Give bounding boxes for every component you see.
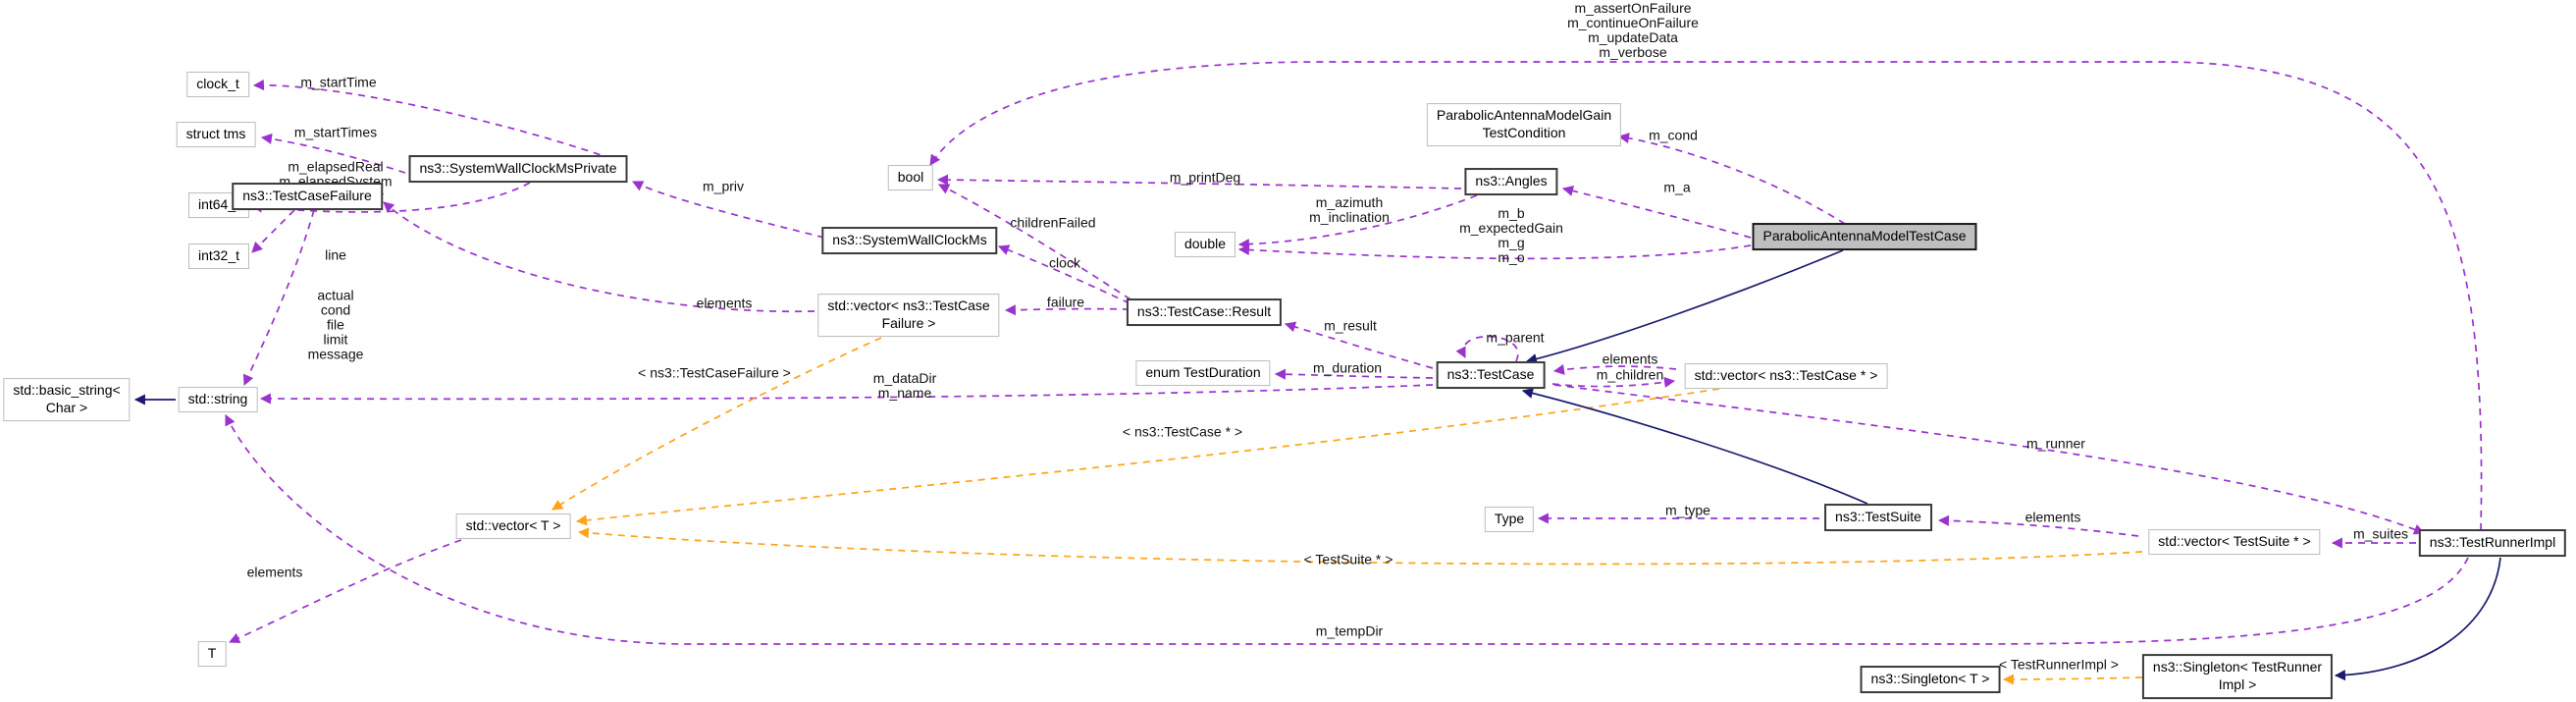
edge-elements-tcf [383,201,815,313]
edge-tpl-test-case-ptr [575,388,1720,526]
class-node-test-suite[interactable]: ns3::TestSuite [1824,504,1932,531]
edge-label-m-priv: m_priv [702,178,745,194]
class-node-clock-t[interactable]: clock_t [186,72,249,97]
edge-label-m-start-time: m_startTime [300,74,377,90]
edge-inherit-test-runner-impl [2334,557,2501,681]
edge-m-parent [1455,335,1519,362]
edge-m-azimuth [1237,194,1478,250]
edge-label-tpl-test-case-failure: < ns3::TestCaseFailure > [638,364,791,381]
edge-m-runner [1553,384,2426,535]
edge-inherit-pam-test-case [1525,249,1844,365]
edge-runner-flags [929,61,2483,531]
edge-m-duration [1274,368,1434,380]
class-node-vector-test-case-ptr[interactable]: std::vector< ns3::TestCase * > [1684,363,1888,389]
edge-tpl-test-runner-impl [2002,674,2143,685]
class-node-system-wall-clock-ms-private[interactable]: ns3::SystemWallClockMsPrivate [408,155,628,183]
class-node-singleton-t[interactable]: ns3::Singleton< T > [1860,666,2001,693]
edge-label-m-type: m_type [1665,502,1710,518]
class-node-std-string[interactable]: std::string [178,387,258,412]
edge-elements-vt [228,539,462,644]
edge-m-temp-dir [225,414,2469,645]
edge-label-failure: failure [1046,294,1085,310]
edge-label-m-result: m_result [1324,317,1377,334]
edge-m-children [1551,376,1676,388]
edge-label-elements-tcf: elements [696,295,753,311]
edge-inherit-test-suite [1521,388,1868,505]
edge-label-m-runner: m_runner [2026,435,2085,452]
edge-label-m-duration: m_duration [1312,359,1383,376]
edge-label-line: line [325,246,346,263]
class-node-enum-test-duration[interactable]: enum TestDuration [1135,360,1271,386]
class-node-t[interactable]: T [197,641,227,667]
edge-label-tpl-test-case-ptr: < ns3::TestCase * > [1122,423,1243,440]
class-node-test-case[interactable]: ns3::TestCase [1436,361,1546,389]
class-node-test-case-failure[interactable]: ns3::TestCaseFailure [232,183,383,210]
edge-label-clock: clock [1049,254,1080,271]
edge-failure-fields [242,209,315,387]
edge-label-m-suites: m_suites [2352,525,2409,542]
edge-m-print-deg [936,174,1462,189]
class-node-test-case-result[interactable]: ns3::TestCase::Result [1126,298,1283,326]
edge-label-m-start-times: m_startTimes [293,124,378,140]
edge-label-tpl-test-suite-ptr: < TestSuite * > [1303,551,1393,567]
class-node-bool[interactable]: bool [887,165,934,190]
class-node-struct-tms[interactable]: struct tms [176,122,256,147]
class-node-test-runner-impl[interactable]: ns3::TestRunnerImpl [2418,529,2567,557]
edge-label-m-temp-dir: m_tempDir [1315,622,1384,639]
class-node-system-wall-clock-ms[interactable]: ns3::SystemWallClockMs [821,227,998,254]
class-node-int64-t[interactable]: int64_t [187,192,250,218]
edge-line [251,209,295,253]
edge-label-m-cond: m_cond [1649,127,1698,143]
class-node-type[interactable]: Type [1484,507,1535,532]
edge-label-elements-tc: elements [1602,351,1658,367]
edge-label-elements-t: elements [246,564,303,580]
edge-label-m-a: m_a [1663,179,1691,195]
edge-label-elements-ts: elements [2024,509,2081,525]
edge-m-cond [1617,133,1846,225]
edge-m-a [1561,186,1752,239]
edge-m-priv [632,181,825,239]
class-node-angles[interactable]: ns3::Angles [1464,168,1558,195]
edge-label-tpl-test-runner-impl: < TestRunnerImpl > [1999,656,2119,673]
edge-label-m-children: m_children [1596,366,1664,383]
class-node-double[interactable]: double [1174,232,1236,257]
class-node-vector-test-suite-ptr[interactable]: std::vector< TestSuite * > [2148,529,2321,555]
edge-tpl-test-case-failure [552,337,882,511]
edge-children-failed [938,184,1131,300]
class-node-basic-string[interactable]: std::basic_string<Char > [3,378,131,421]
edge-tpl-test-suite-ptr [577,527,2143,566]
edge-m-start-time [252,80,625,164]
edge-m-b-block [1237,243,1752,260]
edge-m-datadir [259,384,1434,405]
class-node-vector-t[interactable]: std::vector< T > [455,513,571,539]
class-node-int32-t[interactable]: int32_t [187,243,250,269]
edge-label-m-print-deg: m_printDeg [1169,169,1241,186]
edge-elements-tc [1552,364,1677,375]
edge-clock [997,244,1130,304]
edge-label-children-failed: childrenFailed [1010,214,1096,231]
edge-failure [1004,304,1130,316]
edge-label-m-parent: m_parent [1486,329,1545,346]
edge-m-start-times [260,133,406,174]
class-node-parabolic-antenna-model-test-case[interactable]: ParabolicAntennaModelTestCase [1752,223,1977,250]
